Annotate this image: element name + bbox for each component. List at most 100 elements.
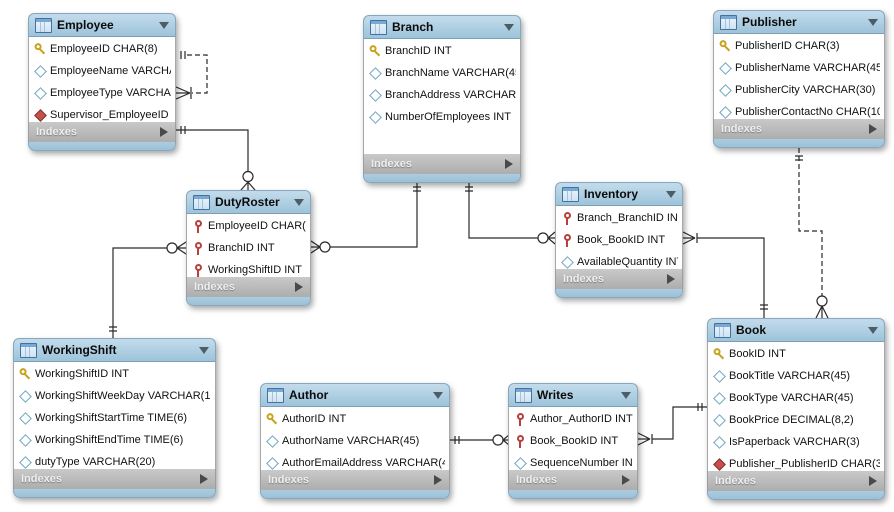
column-row[interactable]: WorkingShiftID INT [14,363,215,385]
column-row[interactable]: EmployeeID CHAR(8) [29,38,175,60]
column-row[interactable]: PublisherName VARCHAR(45) [714,57,884,79]
column-row[interactable]: BookPrice DECIMAL(8,2) [708,409,884,431]
column-text: PublisherContactNo CHAR(10) [735,106,880,118]
indexes-bar[interactable]: Indexes [260,470,450,490]
relationship-employee-dutyroster[interactable] [176,126,256,191]
column-row[interactable]: PublisherID CHAR(3) [714,35,884,57]
column-row[interactable]: EmployeeName VARCHAR(45) [29,60,175,82]
indexes-bar[interactable]: Indexes [363,154,521,174]
collapse-arrow-icon[interactable] [621,391,631,399]
expand-arrow-icon[interactable] [200,474,208,484]
relationship-book-writes[interactable] [637,403,707,446]
table-title: DutyRoster [215,195,280,209]
column-row[interactable]: Author_AuthorID INT [509,408,637,430]
table-branch-header[interactable]: Branch [363,15,521,39]
table-dutyroster-header[interactable]: DutyRoster [186,190,311,214]
indexes-bar[interactable]: Indexes [555,269,683,289]
expand-arrow-icon[interactable] [869,476,877,486]
column-row[interactable]: AuthorID INT [261,408,449,430]
collapse-arrow-icon[interactable] [199,346,209,354]
indexes-bar[interactable]: Indexes [713,119,885,139]
collapse-arrow-icon[interactable] [159,21,169,29]
expand-arrow-icon[interactable] [622,475,630,485]
column-row[interactable]: WorkingShiftStartTime TIME(6) [14,407,215,429]
table-publisher[interactable]: Publisher PublisherID CHAR(3)PublisherNa… [713,10,885,148]
collapse-arrow-icon[interactable] [504,23,514,31]
indexes-label: Indexes [371,158,412,170]
column-row[interactable]: Book_BookID INT [556,229,682,251]
column-row[interactable]: WorkingShiftEndTime TIME(6) [14,429,215,451]
column-row[interactable]: SequenceNumber INT [509,452,637,470]
column-text: Book_BookID INT [577,234,666,246]
indexes-bar[interactable]: Indexes [707,471,885,491]
table-workingshift-header[interactable]: WorkingShift [13,338,216,362]
column-row[interactable]: NumberOfEmployees INT [364,106,520,128]
collapse-arrow-icon[interactable] [868,18,878,26]
column-row[interactable]: BookType VARCHAR(45) [708,387,884,409]
table-employee[interactable]: Employee EmployeeID CHAR(8) EmployeeName … [28,13,176,151]
indexes-bar[interactable]: Indexes [28,122,176,142]
column-row[interactable]: Supervisor_EmployeeID CH... [29,104,175,122]
collapse-arrow-icon[interactable] [868,326,878,334]
collapse-arrow-icon[interactable] [294,198,304,206]
column-row[interactable]: EmployeeID CHAR(8) [187,215,310,237]
expand-arrow-icon[interactable] [869,124,877,134]
collapse-arrow-icon[interactable] [666,190,676,198]
expand-arrow-icon[interactable] [160,127,168,137]
column-row[interactable]: EmployeeType VARCHAR(20) [29,82,175,104]
relationship-branch-dutyroster[interactable] [310,183,421,254]
indexes-bar[interactable]: Indexes [13,469,216,489]
column-row[interactable]: Branch_BranchID INT [556,207,682,229]
table-writes-header[interactable]: Writes [508,383,638,407]
table-employee-header[interactable]: Employee [28,13,176,37]
column-row[interactable]: dutyType VARCHAR(20) [14,451,215,469]
relationship-employee-self[interactable] [175,51,208,100]
relationship-workingshift-dutyroster[interactable] [109,241,187,338]
table-inventory-header[interactable]: Inventory [555,182,683,206]
column-row[interactable]: BranchAddress VARCHAR... [364,84,520,106]
expand-arrow-icon[interactable] [434,475,442,485]
column-row[interactable]: PublisherContactNo CHAR(10) [714,101,884,119]
table-inventory[interactable]: Inventory Branch_BranchID INT Book_BookID… [555,182,683,298]
table-icon [515,387,532,403]
expand-arrow-icon[interactable] [295,282,303,292]
column-row[interactable]: Publisher_PublisherID CHAR(3) [708,453,884,471]
column-text: BranchAddress VARCHAR... [385,89,516,101]
relationship-publisher-book[interactable] [795,148,829,319]
column-row[interactable]: IsPaperback VARCHAR(3) [708,431,884,453]
column-row[interactable]: WorkingShiftID INT [187,259,310,277]
table-columns: EmployeeID CHAR(8) EmployeeName VARCHAR(4… [28,37,176,122]
column-row[interactable]: BookID INT [708,343,884,365]
table-author-header[interactable]: Author [260,383,450,407]
indexes-bar[interactable]: Indexes [186,277,311,297]
indexes-bar[interactable]: Indexes [508,470,638,490]
column-row[interactable]: BranchID INT [364,40,520,62]
column-row[interactable]: BranchName VARCHAR(45) [364,62,520,84]
expand-arrow-icon[interactable] [667,274,675,284]
table-book-header[interactable]: Book [707,318,885,342]
column-text: EmployeeName VARCHAR(45) [50,65,171,77]
relationship-branch-inventory[interactable] [465,183,556,245]
column-row[interactable]: PublisherCity VARCHAR(30) [714,79,884,101]
column-row[interactable]: BookTitle VARCHAR(45) [708,365,884,387]
column-row[interactable]: Book_BookID INT [509,430,637,452]
table-dutyroster[interactable]: DutyRoster EmployeeID CHAR(8)BranchID IN… [186,190,311,306]
table-publisher-header[interactable]: Publisher [713,10,885,34]
collapse-arrow-icon[interactable] [433,391,443,399]
table-icon [20,342,37,358]
expand-arrow-icon[interactable] [505,159,513,169]
column-diamond-icon [513,457,526,470]
column-row[interactable]: BranchID INT [187,237,310,259]
column-row[interactable]: AvailableQuantity INT [556,251,682,269]
column-row[interactable]: AuthorEmailAddress VARCHAR(45) [261,452,449,470]
relationship-book-inventory[interactable] [682,231,768,318]
relationship-author-writes[interactable] [450,433,511,447]
column-row[interactable]: AuthorName VARCHAR(45) [261,430,449,452]
column-row[interactable]: WorkingShiftWeekDay VARCHAR(15) [14,385,215,407]
